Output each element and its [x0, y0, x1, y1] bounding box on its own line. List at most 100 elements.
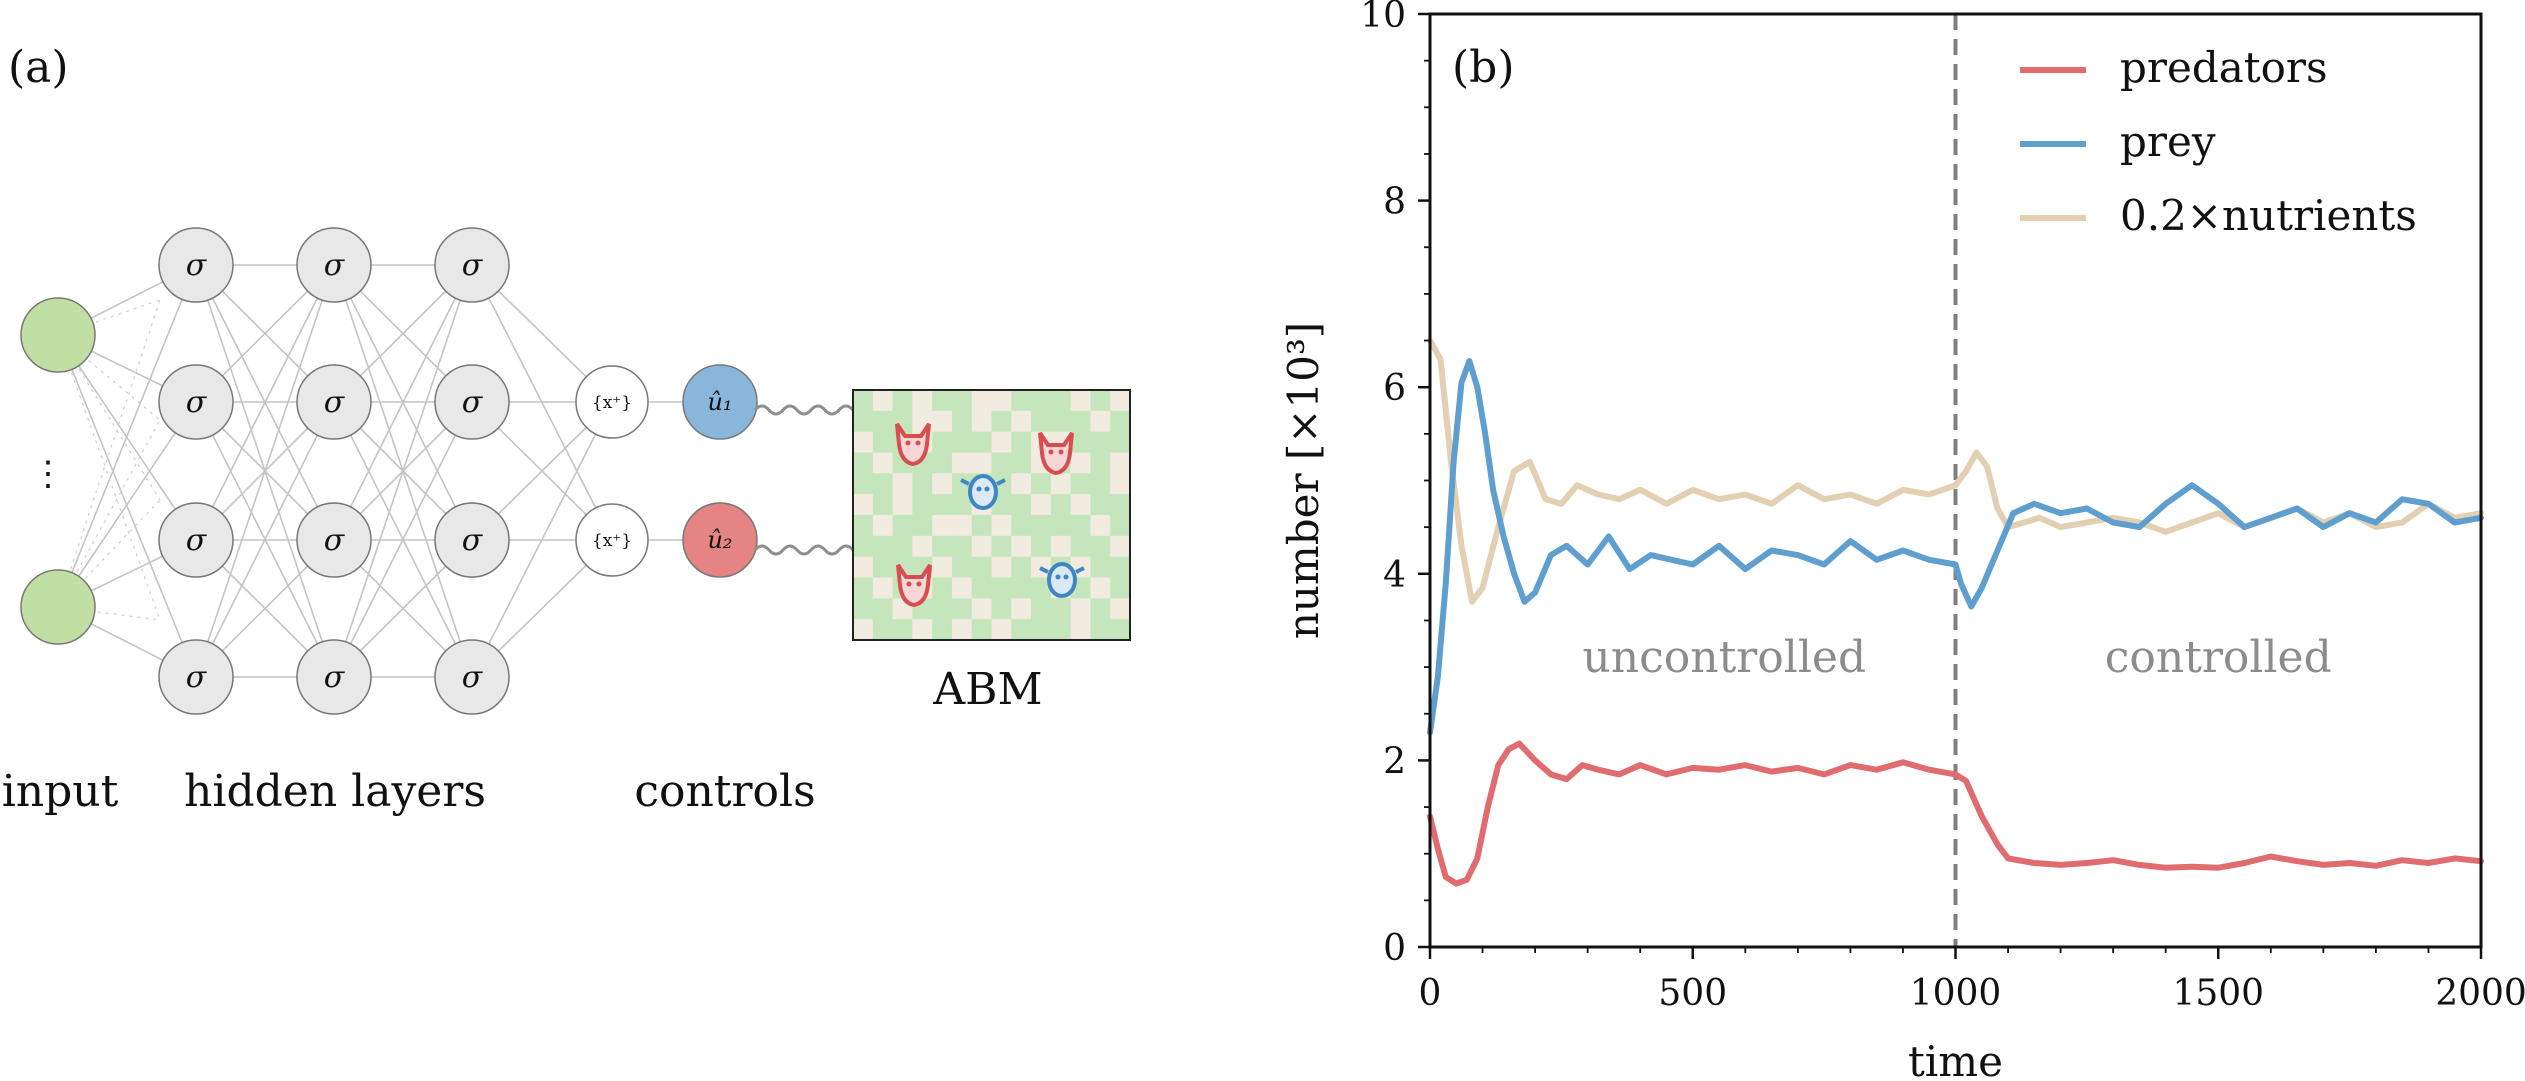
- abm-frame: [852, 389, 1131, 641]
- hidden-node: [158, 502, 234, 578]
- edge: [57, 334, 161, 621]
- abm-cell: [1070, 515, 1092, 537]
- controls-label: controls: [634, 766, 815, 817]
- abm-cell: [1050, 473, 1072, 495]
- abm-grid: [853, 390, 1131, 641]
- abm-cell: [951, 452, 973, 474]
- abm-label: ABM: [932, 664, 1042, 715]
- abm-cell: [1110, 452, 1131, 474]
- hidden-node: [296, 364, 372, 440]
- x-tick-label: 500: [1658, 973, 1727, 1014]
- abm-cell: [991, 431, 1012, 454]
- series-lines: [1427, 337, 2484, 887]
- abm-cell: [912, 473, 933, 495]
- y-axis-label: number [×10³]: [1279, 322, 1328, 639]
- control-node-u1: [682, 364, 758, 440]
- abm-cell: [991, 598, 1012, 620]
- predator-icon: [896, 563, 932, 608]
- abm-cell: [951, 515, 973, 537]
- abm-cell: [1110, 494, 1131, 516]
- abm-cell: [872, 556, 894, 579]
- hidden-layers-label: hidden layers: [184, 766, 486, 817]
- abm-cell: [912, 515, 933, 537]
- series-line-prey: [1427, 358, 2484, 736]
- abm-cell: [872, 390, 894, 412]
- abm-cell: [951, 535, 973, 558]
- y-tick-label: 10: [1360, 0, 1406, 36]
- abm-cell: [1011, 452, 1032, 474]
- abm-cell: [1011, 473, 1032, 495]
- abm-cell: [872, 431, 894, 454]
- abm-cell: [1110, 431, 1131, 454]
- abm-cell: [951, 473, 973, 495]
- abm-cell: [971, 577, 993, 599]
- abm-cell: [1011, 619, 1032, 641]
- y-tick-label: 8: [1383, 182, 1406, 223]
- abm-cell: [1090, 598, 1111, 620]
- abm-cell: [1090, 452, 1111, 474]
- abm-cell: [932, 556, 953, 579]
- hidden-node: [158, 364, 234, 440]
- abm-cell: [1090, 431, 1111, 454]
- abm-cell: [1110, 473, 1131, 495]
- hidden-node: [434, 502, 510, 578]
- abm-cell: [951, 431, 973, 454]
- abm-cell: [991, 535, 1012, 558]
- sigma-label: σ: [186, 660, 208, 695]
- abm-cell: [872, 515, 894, 537]
- abm-cell: [971, 390, 993, 412]
- abm-cell: [1070, 410, 1092, 433]
- abm-cell: [971, 452, 993, 474]
- abm-cell: [1090, 556, 1111, 579]
- abm-cell: [1070, 390, 1092, 412]
- abm-cell: [1011, 556, 1032, 579]
- abm-cell: [892, 515, 913, 537]
- abm-cell: [951, 556, 973, 579]
- abm-cell: [1011, 390, 1032, 412]
- abm-cell: [1110, 598, 1131, 620]
- x-tick-label: 2000: [2435, 973, 2525, 1014]
- abm-cell: [932, 431, 953, 454]
- u2-label: û₂: [707, 526, 732, 554]
- x-tick-label: 1000: [1910, 973, 2002, 1014]
- predator-icon: [1038, 431, 1074, 476]
- abm-cell: [872, 452, 894, 474]
- abm-cell: [1011, 515, 1032, 537]
- edge: [57, 419, 161, 608]
- legend-label: 0.2×nutrients: [2120, 191, 2417, 240]
- abm-cell: [1090, 577, 1111, 599]
- abm-cell: [1050, 515, 1072, 537]
- panel-b-label: (b): [1452, 42, 1515, 93]
- abm-cell: [912, 390, 933, 412]
- edge: [195, 264, 335, 678]
- x-axis-label: time: [1908, 1037, 2003, 1081]
- abm-cell: [1031, 598, 1052, 620]
- input-label: input: [2, 766, 119, 817]
- abm-cell: [853, 515, 874, 537]
- edge: [195, 264, 335, 541]
- abm-cell: [853, 556, 874, 579]
- abm-cell: [1050, 494, 1072, 516]
- abm-cell: [932, 410, 953, 433]
- abm-cell: [1070, 431, 1092, 454]
- abm-cell: [1050, 619, 1072, 641]
- abm-cell: [872, 410, 894, 433]
- sigma-label: σ: [324, 660, 346, 695]
- abm-cell: [1070, 494, 1092, 516]
- abm-cell: [1050, 390, 1072, 412]
- abm-cell: [1011, 535, 1032, 558]
- abm-cell: [991, 390, 1012, 412]
- hidden-node: [434, 364, 510, 440]
- y-tick-label: 4: [1383, 555, 1406, 596]
- abm-cell: [1070, 473, 1092, 495]
- abm-cell: [1031, 577, 1052, 599]
- input-node: [20, 569, 96, 645]
- abm-cell: [1070, 535, 1092, 558]
- hidden-node: [158, 227, 234, 303]
- abm-cell: [932, 494, 953, 516]
